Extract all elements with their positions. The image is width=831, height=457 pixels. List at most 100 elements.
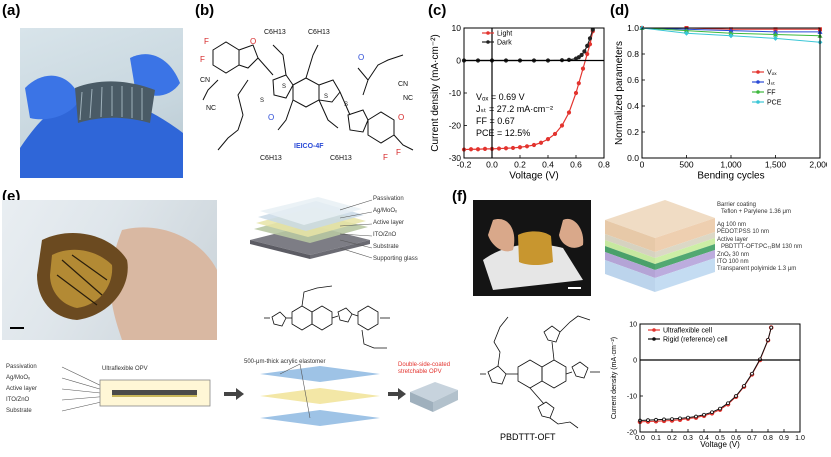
chart-c-xlabel: Voltage (V) (509, 171, 558, 182)
chart-c-xtick-label: -0.2 (457, 160, 472, 170)
chart-c-point (559, 123, 565, 128)
atom-f-1: F (204, 37, 209, 46)
atom-o-2: O (398, 113, 404, 122)
chain-c6h13-3: C6H13 (260, 155, 282, 162)
chart-c-xtick-label: 0.8 (598, 160, 610, 170)
chart-f-ytick-label: -10 (627, 393, 637, 400)
e-device-label: Ultraflexible OPV (102, 366, 148, 372)
chart-c-point (587, 36, 593, 41)
chart-d-legend-label: FF (767, 89, 776, 96)
f-cell-illustration (483, 218, 584, 290)
chart-f-legend-marker (652, 337, 656, 341)
chart-d-point (773, 32, 778, 37)
chart-c-point (531, 142, 537, 148)
chart-d-xtick-label: 0 (640, 160, 645, 170)
chart-d-xlabel: Bending cycles (697, 171, 764, 182)
f-molecule-name: PBDTTT-OFT (500, 432, 556, 442)
e-bottom-label-2: Ag/MoOₓ (6, 375, 30, 381)
f-stack-label-8: ITO 100 nm (717, 259, 749, 265)
chart-f-xtick-label: 1.0 (795, 435, 805, 442)
chart-f-xlabel: Voltage (V) (700, 440, 740, 449)
panel-label-b: (b) (195, 2, 215, 19)
chart-f-ytick-label: -20 (627, 429, 637, 436)
atom-f-3: F (396, 148, 401, 157)
f-stack-label-7: ZnOₓ 30 nm (717, 252, 749, 258)
photo-f-flexible-cell (473, 200, 591, 296)
chart-d-xtick-label: 1,000 (720, 160, 742, 170)
chart-f-xtick-label: 0.9 (779, 435, 789, 442)
chart-f-point (662, 417, 666, 422)
atom-f-2: F (200, 55, 205, 64)
molecule-pbdttt-oft (480, 315, 600, 429)
chart-f-xtick-label: 0.5 (715, 435, 725, 442)
chart-f-point (654, 417, 658, 422)
e-stack-label-5: Substrate (373, 244, 399, 250)
chart-f-xtick-label: 0.3 (683, 435, 693, 442)
e-stack-label-6: Supporting glass (373, 256, 418, 262)
chart-f-xtick-label: 0.4 (699, 435, 709, 442)
chart-c-point (579, 52, 584, 58)
molecule-ieico-4f: F F F F O O O O S S S S CN NC CN NC C6H1… (200, 29, 414, 162)
atom-s-3: S (282, 84, 286, 90)
f-stack-label-5: Active layer (717, 237, 749, 243)
atom-s-2: S (344, 102, 348, 108)
chart-f-point (646, 418, 650, 422)
chart-c-point (585, 43, 590, 48)
chart-c-ytick-label: 0 (456, 55, 461, 65)
chart-f-xtick-label: 0.8 (763, 435, 773, 442)
chart-f-point (694, 414, 698, 419)
e-stack-label-3: Active layer (373, 220, 405, 226)
f-stack-label-6: PBDTTT-OFT:PC₇₁BM 130 nm (721, 244, 803, 250)
chain-c6h13-2: C6H13 (308, 29, 330, 36)
chart-d-legend-label: Vₒₓ (767, 69, 777, 76)
chart-c-series-line-1 (463, 31, 594, 151)
chart-f-point (742, 384, 746, 388)
chart-d-legend-marker (756, 80, 760, 84)
chart-d-frame (641, 27, 821, 159)
chart-c-point (582, 49, 587, 54)
chart-d-legend-marker (756, 90, 760, 94)
chart-f-point (769, 325, 774, 330)
atom-o-1: O (250, 37, 256, 46)
chart-c-point (545, 137, 551, 142)
chart-c-legend-label: Light (497, 30, 512, 37)
panel-label-a: (a) (2, 2, 21, 19)
chart-f-ytick-label: 0 (633, 357, 637, 364)
chart-d-ytick-label: 0.2 (627, 127, 639, 137)
chart-c-point (580, 66, 586, 71)
panel-label-f: (f) (452, 188, 467, 205)
atom-s-4: S (324, 94, 328, 100)
chart-c-ytick-label: -10 (449, 88, 462, 98)
chart-f-ylabel: Current density (mA·cm⁻²) (611, 337, 618, 419)
panel-label-c: (c) (428, 2, 447, 19)
chart-c-point (524, 144, 530, 149)
chart-f-xtick-label: 0.0 (635, 435, 645, 442)
chart-c-legend-label: Dark (497, 39, 512, 46)
atom-nc-1: NC (206, 105, 216, 112)
f-stack-label-4: PEDOT:PSS 10 nm (717, 229, 770, 235)
chart-d-ytick-label: 0.6 (627, 75, 639, 85)
chart-c-ytick-label: -20 (449, 120, 462, 130)
chart-c-legend-marker (486, 40, 490, 44)
chart-f-point (718, 406, 722, 411)
photo-flexible-device-hand (20, 28, 183, 178)
chart-c-legend-marker (486, 31, 490, 35)
chart-c-annotation: Jₛₜ = 27.2 mA·cm⁻² (476, 104, 553, 114)
chart-c-ytick-label: -30 (449, 153, 462, 163)
chart-d-ytick-label: 0.8 (627, 49, 639, 59)
molecule-name-label: IEICO-4F (294, 143, 324, 150)
chart-c-xtick-label: 0.4 (542, 160, 554, 170)
chart-c-series-line-2 (464, 29, 594, 62)
e-elastomer-label: 500-μm-thick acrylic elastomer (244, 359, 326, 365)
panel-label-d: (d) (610, 2, 630, 19)
chart-f-point (702, 412, 706, 417)
e-bottom-label-4: ITO/ZnO (6, 397, 30, 403)
chart-f-point (678, 416, 682, 421)
chart-c-point (590, 27, 595, 32)
